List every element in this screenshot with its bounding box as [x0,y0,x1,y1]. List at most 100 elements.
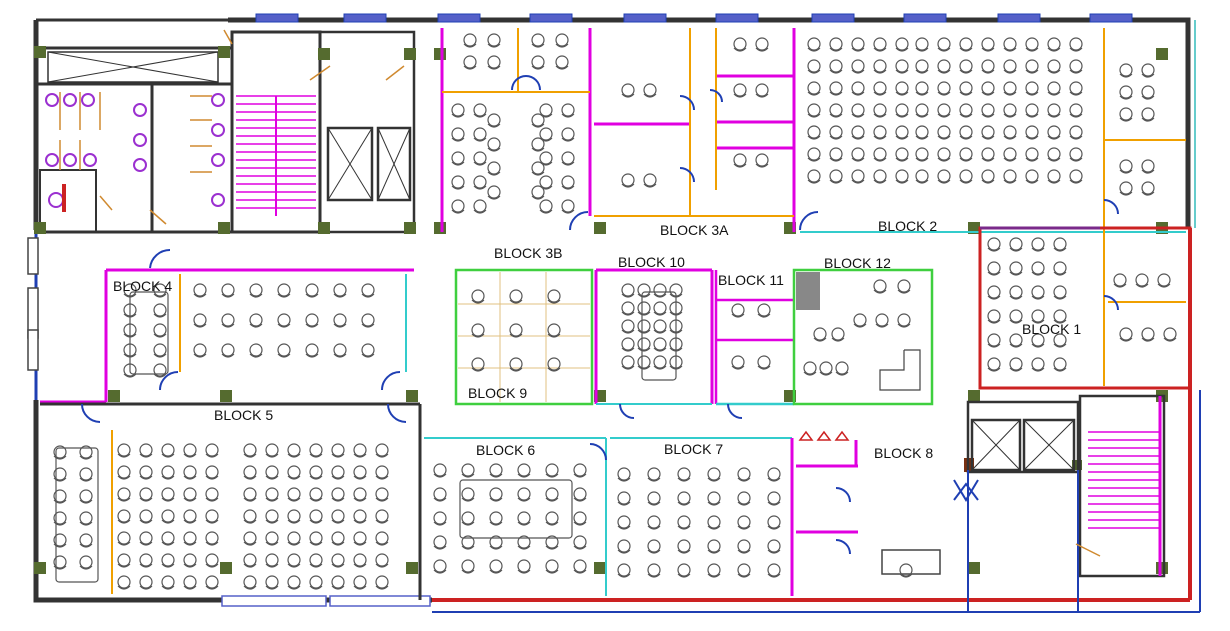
chair [531,161,545,176]
chair [637,319,651,334]
chair [561,127,575,142]
chair [677,539,691,554]
chair [287,509,301,524]
chair [851,81,865,96]
chair [139,575,153,590]
chair [545,487,559,502]
chair [987,333,1001,348]
chair [353,553,367,568]
chair [375,465,389,480]
chair [1003,37,1017,52]
restroom-door-red [62,184,66,212]
chair [331,487,345,502]
top-windows [255,13,1133,23]
chair [539,199,553,214]
chair [1009,237,1023,252]
chair [959,37,973,52]
chair [161,531,175,546]
toilet-partitions [59,92,212,173]
chair [737,515,751,530]
chair [573,463,587,478]
chair [573,511,587,526]
chair [555,55,569,70]
chair [531,113,545,128]
label-block-4: BLOCK 4 [113,278,172,294]
chair [895,103,909,118]
chair [433,535,447,550]
chair [637,283,651,298]
chair [117,465,131,480]
chair [873,147,887,162]
chair [915,37,929,52]
chair [333,313,347,328]
chair [621,301,635,316]
chair [531,185,545,200]
chair [1003,81,1017,96]
chair [277,313,291,328]
chair [309,509,323,524]
chair [1003,169,1017,184]
chair [1009,309,1023,324]
left-windows [27,237,39,371]
toilet-fixtures [45,93,225,208]
chair [1069,37,1083,52]
chair [1069,59,1083,74]
chair [755,37,769,52]
chair [265,509,279,524]
chair [737,563,751,578]
chair [153,343,167,358]
chair [617,467,631,482]
label-block-1: BLOCK 1 [1022,321,1081,337]
chair [243,575,257,590]
chair [221,283,235,298]
chair [433,487,447,502]
chair [451,127,465,142]
chair [1053,261,1067,276]
chair [647,563,661,578]
chair [647,491,661,506]
label-block-10: BLOCK 10 [618,254,685,270]
label-block-9: BLOCK 9 [468,385,527,401]
chair [621,283,635,298]
chair [183,443,197,458]
chair [981,37,995,52]
chair [677,563,691,578]
chair [117,443,131,458]
chair [243,553,257,568]
chair [561,151,575,166]
chair [117,575,131,590]
triangle-markers [798,430,850,441]
chair [1025,81,1039,96]
chair [487,33,501,48]
chair [899,563,913,578]
chair [463,55,477,70]
chair [873,169,887,184]
chair [1053,357,1067,372]
chair [249,313,263,328]
chair [987,309,1001,324]
chair [545,463,559,478]
chair [309,553,323,568]
chair [873,37,887,52]
chair [433,511,447,526]
chair [1119,181,1133,196]
block-3b-walls [440,28,592,232]
chair [1047,37,1061,52]
block-2-walls [800,28,1186,233]
chair [981,59,995,74]
chair [915,169,929,184]
block-10-walls [594,268,714,405]
chair [331,443,345,458]
chair [617,515,631,530]
chair [545,535,559,550]
chair [829,81,843,96]
chair [547,357,561,372]
chair [677,491,691,506]
chair [471,289,485,304]
chair [243,509,257,524]
chair [873,59,887,74]
chair [309,531,323,546]
chair [331,509,345,524]
chair [937,147,951,162]
door-swings-orange [99,29,1101,557]
